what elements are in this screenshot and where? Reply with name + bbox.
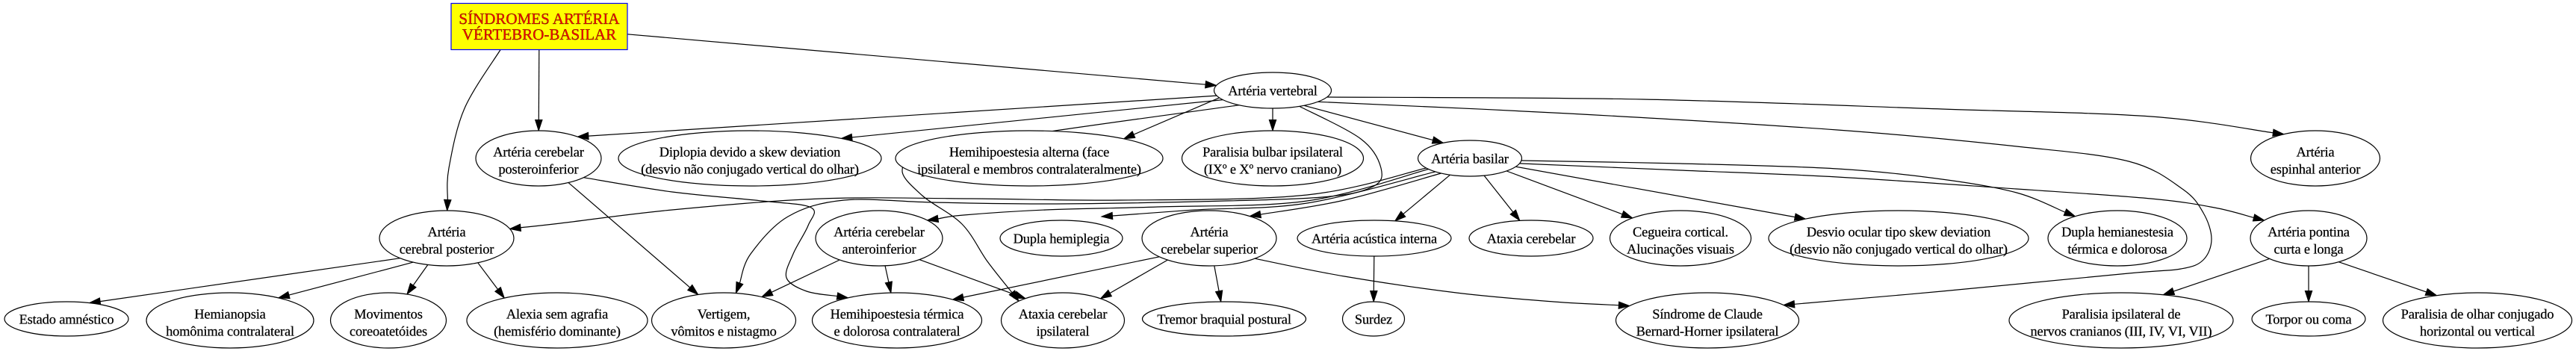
svg-text:(hemisfério dominante): (hemisfério dominante): [494, 323, 621, 338]
svg-text:Alexia sem agrafia: Alexia sem agrafia: [506, 306, 608, 321]
svg-text:Artéria acústica interna: Artéria acústica interna: [1312, 231, 1437, 246]
svg-text:curta e longa: curta e longa: [2274, 241, 2343, 256]
svg-text:coreoatetóides: coreoatetóides: [350, 323, 427, 338]
svg-text:Dupla hemiplegia: Dupla hemiplegia: [1014, 231, 1110, 246]
svg-text:Desvio ocular tipo skew deviat: Desvio ocular tipo skew deviation: [1807, 224, 1990, 239]
svg-text:Artéria: Artéria: [427, 224, 465, 239]
svg-text:Hemihipoestesia alterna (face: Hemihipoestesia alterna (face: [949, 144, 1109, 159]
svg-text:Surdez: Surdez: [1355, 311, 1392, 326]
svg-text:Artéria: Artéria: [2296, 144, 2334, 159]
svg-text:Estado amnéstico: Estado amnéstico: [19, 311, 114, 326]
svg-text:Vertigem,: Vertigem,: [698, 306, 751, 321]
svg-text:ipsilateral e membros contrala: ipsilateral e membros contralateralmente…: [917, 161, 1141, 176]
svg-text:Dupla hemianestesia: Dupla hemianestesia: [2061, 224, 2173, 239]
svg-text:Paralisia ipsilateral de: Paralisia ipsilateral de: [2062, 306, 2181, 321]
svg-text:Paralisia bulbar ipsilateral: Paralisia bulbar ipsilateral: [1202, 144, 1343, 159]
svg-text:Artéria cerebelar: Artéria cerebelar: [834, 224, 925, 239]
svg-text:Artéria basilar: Artéria basilar: [1431, 151, 1508, 166]
svg-text:SÍNDROMES ARTÉRIA: SÍNDROMES ARTÉRIA: [459, 10, 620, 28]
svg-text:Movimentos: Movimentos: [354, 306, 422, 321]
svg-text:(desvio não conjugado vertical: (desvio não conjugado vertical do olhar): [641, 161, 859, 176]
svg-text:nervos cranianos (III, IV, VI,: nervos cranianos (III, IV, VI, VII): [2031, 323, 2212, 338]
svg-text:Bernard-Horner ipsilateral: Bernard-Horner ipsilateral: [1636, 323, 1779, 338]
svg-text:Artéria vertebral: Artéria vertebral: [1228, 83, 1318, 98]
svg-text:Ataxia cerebelar: Ataxia cerebelar: [1487, 231, 1576, 246]
svg-text:Síndrome de Claude: Síndrome de Claude: [1652, 306, 1762, 321]
svg-text:VÉRTEBRO-BASILAR: VÉRTEBRO-BASILAR: [462, 25, 616, 43]
svg-text:Alucinações visuais: Alucinações visuais: [1627, 241, 1734, 256]
svg-text:cerebral posterior: cerebral posterior: [400, 241, 494, 256]
svg-text:Torpor ou coma: Torpor ou coma: [2265, 311, 2351, 326]
svg-text:vômitos e nistagmo: vômitos e nistagmo: [671, 323, 776, 338]
svg-text:espinhal anterior: espinhal anterior: [2271, 161, 2361, 176]
svg-text:(desvio não conjugado vertical: (desvio não conjugado vertical do olhar): [1790, 241, 2008, 256]
svg-text:Tremor braquial postural: Tremor braquial postural: [1157, 311, 1291, 326]
svg-text:Ataxia cerebelar: Ataxia cerebelar: [1019, 306, 1108, 321]
svg-text:ipsilateral: ipsilateral: [1037, 323, 1090, 338]
svg-text:Hemianopsia: Hemianopsia: [194, 306, 265, 321]
svg-text:térmica e dolorosa: térmica e dolorosa: [2067, 241, 2167, 256]
svg-text:cerebelar superior: cerebelar superior: [1161, 241, 1258, 256]
svg-text:Paralisia de olhar conjugado: Paralisia de olhar conjugado: [2401, 306, 2554, 321]
svg-text:Hemihipoestesia térmica: Hemihipoestesia térmica: [831, 306, 964, 321]
svg-text:(IXº e Xº nervo craniano): (IXº e Xº nervo craniano): [1204, 161, 1341, 176]
svg-text:anteroinferior: anteroinferior: [842, 241, 916, 256]
svg-text:Diplopia devido a skew deviati: Diplopia devido a skew deviation: [659, 144, 840, 159]
svg-text:homônima contralateral: homônima contralateral: [166, 323, 294, 338]
svg-text:e dolorosa contralateral: e dolorosa contralateral: [834, 323, 960, 338]
svg-text:Artéria pontina: Artéria pontina: [2268, 224, 2350, 239]
svg-text:Cegueira cortical.: Cegueira cortical.: [1633, 224, 1728, 239]
svg-text:horizontal ou vertical: horizontal ou vertical: [2420, 323, 2535, 338]
svg-text:Artéria: Artéria: [1190, 224, 1228, 239]
svg-text:posteroinferior: posteroinferior: [498, 161, 578, 176]
svg-text:Artéria cerebelar: Artéria cerebelar: [493, 144, 584, 159]
